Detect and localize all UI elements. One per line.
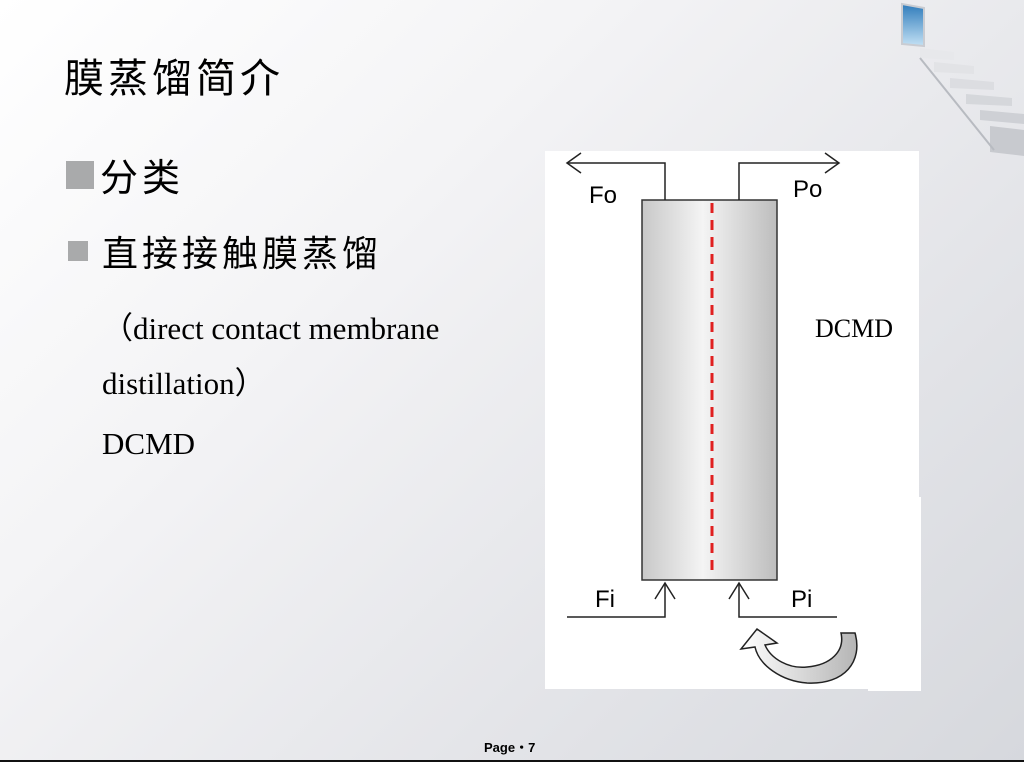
fi-label: Fi [595,586,615,613]
counterflow-arrow-icon [739,627,858,684]
bullet-text: 直接接触膜蒸馏 [102,234,383,275]
staircase-decoration-icon [901,2,1024,156]
bullet-text: 分类 [100,156,185,200]
fi-inlet-arrow [567,583,666,618]
bullet-square-icon [68,241,88,261]
pi-inlet-arrow [738,583,837,618]
po-outlet-arrow [738,162,839,200]
dcmd-diagram-svg: Fo Po DCMD Fi Pi [565,152,893,684]
pi-label: Pi [791,586,812,613]
membrane-module [641,199,778,581]
paragraph-line: （direct contact membrane [102,311,440,346]
dcmd-side-label: DCMD [815,314,893,343]
slide-title: 膜蒸馏简介 [64,56,284,102]
po-label: Po [793,176,822,203]
bullet-item: 分类 [66,147,184,202]
dcmd-diagram: Fo Po DCMD Fi Pi [545,151,919,689]
paragraph-line: distillation） [102,366,266,401]
fo-label: Fo [589,182,617,209]
page-number: Page・7 [484,740,536,755]
paragraph-line: DCMD [102,426,196,461]
bullet-square-icon [66,160,94,189]
bullet-item: 直接接触膜蒸馏 [68,225,382,277]
bottom-border [0,760,1024,768]
fo-outlet-arrow [567,162,666,200]
